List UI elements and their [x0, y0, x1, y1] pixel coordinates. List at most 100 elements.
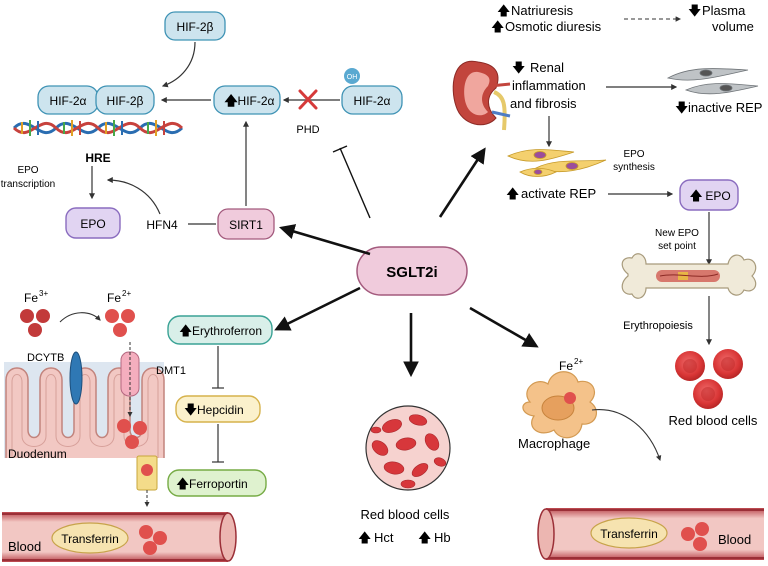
duodenum-villi-icon [4, 351, 165, 458]
epo-box-left [65, 207, 121, 239]
erythropoiesis-label: Erythropoiesis [623, 320, 693, 332]
blood-right-label: Blood [718, 532, 751, 547]
plasma-line2: volume [712, 19, 754, 34]
fe3-cluster [20, 309, 50, 337]
down-arrow-icon: 🡇 [184, 402, 197, 417]
sglt2i-node: SGLT2i [356, 246, 468, 296]
epo-left-label: EPO [80, 217, 105, 231]
transferrin-left-label: Transferrin [61, 532, 119, 546]
natriuresis-label: Natriuresis [511, 3, 574, 18]
rbc-cluster-right [675, 349, 743, 409]
blood-vessel-left [2, 512, 237, 562]
fe-macrophage-superscript: 2+ [574, 357, 583, 366]
renal-line3: and fibrosis [510, 96, 577, 111]
hif2a-up-label: HIF-2α [238, 94, 275, 108]
iron-pathway: Fe 3+ Fe 2+ DCYTB DMT1 Duodenum [2, 289, 273, 562]
blood-vessel-right [537, 508, 764, 560]
arrow-to-kidney [438, 147, 486, 218]
epo-synthesis-line1: EPO [623, 149, 644, 160]
up-arrow-icon: 🡅 [506, 186, 519, 201]
arrow-hif2b-to-dimer [161, 41, 196, 88]
epo-transcription-line1: EPO [17, 165, 38, 176]
ferroportin-label: Ferroportin [189, 477, 248, 491]
cross-icon [298, 89, 318, 110]
fe2-label: Fe [107, 291, 121, 305]
hif2a-oh-box [341, 85, 403, 115]
phd-label: PHD [296, 124, 319, 136]
dna-helix [12, 120, 184, 136]
activate-rep-label: activate REP [521, 186, 596, 201]
hre-label: HRE [85, 151, 110, 165]
arrow-to-sirt1 [279, 224, 371, 256]
arrow-macrophage-to-blood [591, 409, 662, 462]
fe-in-channel [141, 464, 153, 476]
hb-label: Hb [434, 530, 451, 545]
hif2b-top-box [164, 11, 226, 41]
up-arrow-icon: 🡅 [418, 530, 431, 545]
fe3-superscript: 3+ [39, 289, 48, 298]
rbc-right-label: Red blood cells [669, 413, 758, 428]
up-arrow-icon: 🡅 [497, 3, 510, 18]
sirt1-box [217, 208, 275, 240]
rbc-blood-icon [365, 405, 451, 491]
oh-badge [344, 68, 360, 84]
macrophage-icon [522, 371, 598, 439]
epo-transcription-line2: transcription [1, 179, 55, 190]
macrophage-pathway: Fe 2+ Macrophage Transferrin Blood [518, 357, 764, 560]
arrow-hfn4-to-hre [106, 177, 161, 215]
inhibit-to-phd [339, 147, 371, 219]
epo-synthesis-line2: synthesis [613, 162, 655, 173]
bone-icon [621, 253, 757, 299]
down-arrow-icon: 🡇 [675, 100, 688, 115]
hif2b-top-label: HIF-2β [177, 20, 214, 34]
center-arrows [274, 145, 539, 378]
up-arrow-icon: 🡅 [179, 323, 192, 338]
duodenum-label: Duodenum [8, 447, 67, 461]
active-fibroblast-icon [507, 149, 607, 177]
sglt2i-label: SGLT2i [386, 264, 437, 281]
fe-absorbed-cluster [117, 419, 147, 449]
set-point-line1: New EPO [655, 228, 699, 239]
blood-left-label: Blood [8, 539, 41, 554]
epo-right-label: EPO [705, 189, 730, 203]
ferroportin-box [167, 469, 267, 497]
fe2-cluster [105, 309, 135, 337]
inactive-fibroblast-icon [666, 68, 759, 95]
center-bottom: Red blood cells 🡅 Hct 🡅 Hb [358, 405, 451, 545]
erythroferron-label: Erythroferron [192, 324, 262, 338]
arrow-to-macrophage [469, 306, 539, 348]
erythroferron-box [167, 315, 273, 345]
inactive-rep-label: inactive REP [688, 100, 762, 115]
macrophage-label: Macrophage [518, 436, 590, 451]
hif2a-oh-label: HIF-2α [354, 94, 391, 108]
rbc-center-label: Red blood cells [361, 507, 450, 522]
hif2b-dimer-box [95, 85, 155, 115]
up-arrow-icon: 🡅 [224, 93, 238, 108]
arrow-fe3-to-fe2 [59, 312, 101, 323]
fe3-label: Fe [24, 291, 38, 305]
fe2-superscript: 2+ [122, 289, 131, 298]
down-arrow-icon: 🡇 [688, 3, 701, 18]
hfn4-label: HFN4 [146, 218, 178, 232]
dmt1-label: DMT1 [156, 365, 186, 377]
osmotic-label: Osmotic diuresis [505, 19, 602, 34]
hct-label: Hct [374, 530, 394, 545]
plasma-line1: Plasma [702, 3, 746, 18]
renal-line2: inflammation [512, 78, 586, 93]
arrow-to-erythroferron [274, 286, 361, 331]
up-arrow-icon: 🡅 [176, 476, 189, 491]
dcytb-label: DCYTB [27, 352, 64, 364]
epo-box-right [679, 179, 739, 211]
up-arrow-icon: 🡅 [358, 530, 371, 545]
hepcidin-label: Hepcidin [197, 403, 244, 417]
hif2a-dimer-label: HIF-2α [50, 94, 87, 108]
hif2b-dimer-label: HIF-2β [107, 94, 144, 108]
kidney-icon [452, 60, 511, 131]
down-arrow-icon: 🡇 [512, 60, 525, 75]
sirt1-label: SIRT1 [229, 218, 263, 232]
fe-macrophage-label: Fe [559, 359, 573, 373]
oh-badge-label: OH [347, 74, 358, 81]
renal-line1: Renal [530, 60, 564, 75]
inhibit-bar-phd [332, 145, 348, 153]
